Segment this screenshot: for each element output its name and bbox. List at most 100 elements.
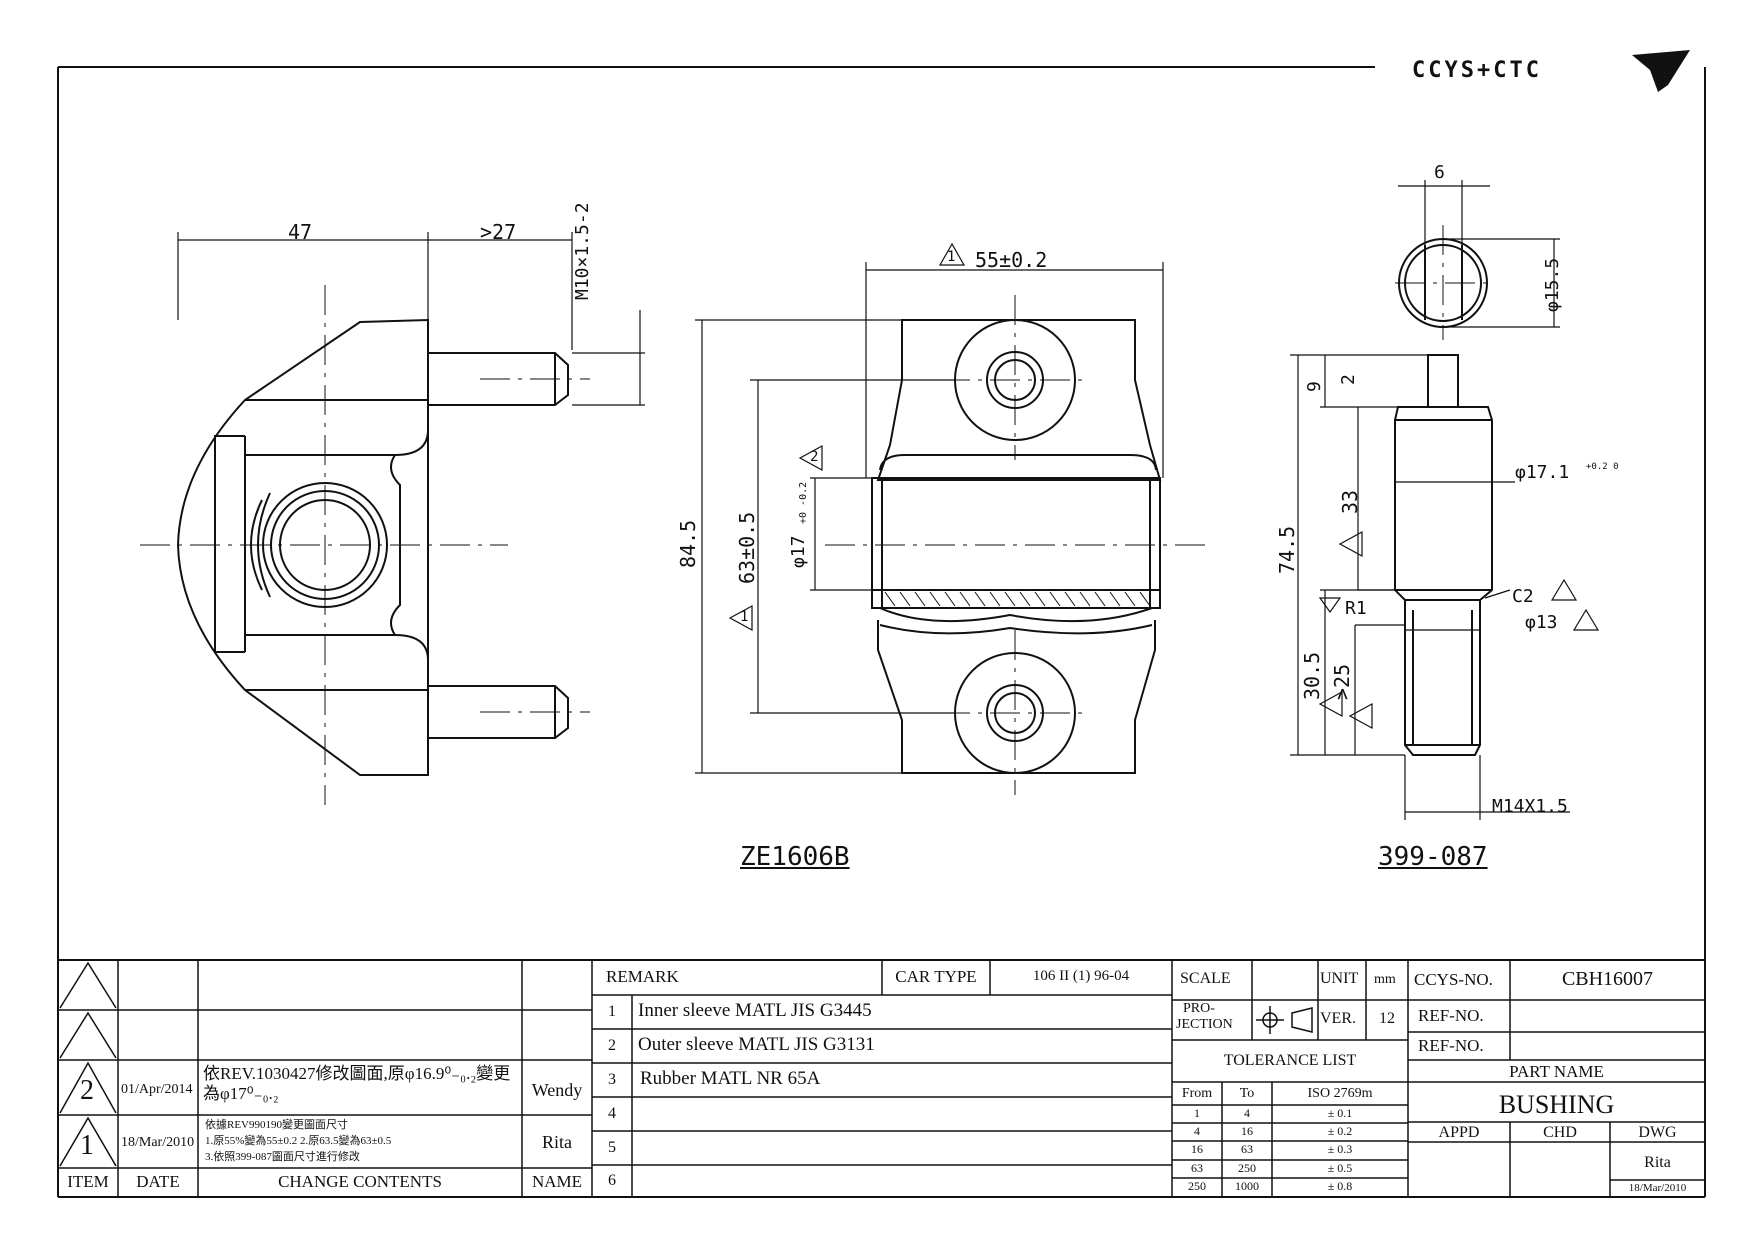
car-type-label: CAR TYPE [895, 967, 977, 986]
part-name-label: PART NAME [1509, 1062, 1604, 1081]
remark-n-4: 4 [608, 1105, 616, 1122]
dim-33: 33 [1338, 489, 1362, 514]
middle-view-dims [695, 242, 1164, 774]
tol-val-1: ± 0.1 [1327, 1106, 1353, 1120]
ccys-no-label: CCYS-NO. [1414, 970, 1493, 989]
tol-from-5: 250 [1188, 1179, 1206, 1193]
tol-to-1: 4 [1244, 1106, 1250, 1120]
drawer-name: Rita [1644, 1154, 1671, 1171]
rev-date-2: 01/Apr/2014 [121, 1082, 193, 1097]
remark-n-2: 2 [608, 1037, 616, 1054]
remark-text-1: Inner sleeve MATL JIS G3445 [638, 1000, 872, 1021]
dim-2: 2 [1338, 374, 1359, 385]
title-block-grid [58, 960, 1705, 1197]
rev-item-2: 2 [80, 1075, 94, 1106]
tol-val-2: ± 0.2 [1327, 1124, 1353, 1138]
company-logo: CCYS+CTC [1412, 58, 1542, 83]
left-view-dims [177, 232, 645, 406]
view-label-left: ZE1606B [740, 842, 850, 872]
tol-header-from: From [1181, 1086, 1213, 1101]
dwg-label: DWG [1638, 1124, 1677, 1141]
logo-mark-icon [1632, 50, 1690, 92]
rev-content-2: 依REV.1030427修改圖面,原φ16.9⁰₋₀.₂變更為φ17⁰₋₀.₂ [203, 1064, 511, 1103]
dim-17-1-tol: +0.2 0 [1586, 462, 1619, 472]
scale-label: SCALE [1180, 970, 1231, 987]
dim-c2: C2 [1512, 586, 1534, 607]
unit-value: mm [1374, 972, 1396, 987]
ref-no-label-1: REF-NO. [1418, 1006, 1484, 1025]
dim-m10: M10×1.5-2 [572, 202, 593, 300]
tolerance-title: TOLERANCE LIST [1223, 1052, 1357, 1069]
tol-from-4: 63 [1191, 1161, 1203, 1175]
dim-13: φ13 [1525, 612, 1558, 633]
tol-to-3: 63 [1241, 1142, 1253, 1156]
remark-n-5: 5 [608, 1139, 616, 1156]
tol-val-4: ± 0.5 [1327, 1161, 1353, 1175]
tol-val-5: ± 0.8 [1327, 1179, 1353, 1193]
rev-item-1: 1 [80, 1130, 94, 1161]
rev-header-item: ITEM [67, 1172, 109, 1191]
left-view-centerlines [140, 285, 590, 805]
part-name-value: BUSHING [1498, 1090, 1615, 1119]
rev-name-1: Rita [542, 1132, 572, 1152]
dim-47: 47 [288, 220, 313, 244]
tol-val-3: ± 0.3 [1327, 1142, 1353, 1156]
middle-view [871, 319, 1162, 774]
tol-to-5: 1000 [1235, 1179, 1259, 1193]
rev-name-2: Wendy [531, 1080, 583, 1100]
tri-mark-1: 1 [947, 249, 956, 265]
remark-text-2: Outer sleeve MATL JIS G3131 [638, 1034, 875, 1055]
dim-r1: R1 [1345, 598, 1367, 619]
projection-label-2: JECTION [1176, 1017, 1233, 1032]
tri-mark-2: 2 [810, 449, 819, 465]
ref-no-label-2: REF-NO. [1418, 1036, 1484, 1055]
rev-date-1: 18/Mar/2010 [121, 1135, 195, 1150]
tol-from-3: 16 [1191, 1142, 1203, 1156]
remark-n-1: 1 [608, 1003, 616, 1020]
middle-view-centerlines [825, 295, 1210, 795]
tol-from-2: 4 [1194, 1124, 1200, 1138]
dim-63: 63±0.5 [735, 511, 759, 584]
left-view [176, 318, 569, 776]
dim-74-5: 74.5 [1275, 525, 1299, 574]
tol-to-4: 250 [1238, 1161, 1256, 1175]
rev-content-1a: 依據REV990190變更圖面尺寸 [205, 1119, 348, 1131]
dim-30-5: 30.5 [1300, 651, 1324, 700]
tol-header-iso: ISO 2769m [1307, 1086, 1373, 1101]
dim-84-5: 84.5 [676, 519, 700, 568]
dim-6: 6 [1434, 162, 1445, 183]
dim-27: >27 [480, 220, 517, 244]
dim-17-1: φ17.1 [1515, 462, 1570, 483]
ver-value: 12 [1379, 1010, 1395, 1027]
remark-n-3: 3 [608, 1071, 616, 1088]
rev-header-date: DATE [136, 1172, 180, 1191]
drawn-date: 18/Mar/2010 [1628, 1182, 1687, 1194]
dim-9: 9 [1304, 381, 1325, 392]
ccys-no-value: CBH16007 [1561, 968, 1654, 990]
middle-view-hatch [884, 591, 1151, 607]
dim-25: >25 [1330, 663, 1354, 700]
chd-label: CHD [1543, 1124, 1577, 1141]
right-view-dims [1290, 180, 1600, 820]
remark-text-3: Rubber MATL NR 65A [640, 1068, 821, 1089]
dim-55: 55±0.2 [975, 248, 1048, 272]
ver-label: VER. [1320, 1010, 1356, 1027]
projection-symbol-icon [1256, 1006, 1313, 1034]
dim-m14: M14X1.5 [1492, 796, 1568, 817]
right-view-centerlines [1395, 225, 1495, 340]
tol-to-2: 16 [1241, 1124, 1253, 1138]
rev-header-name: NAME [531, 1172, 583, 1191]
appd-label: APPD [1438, 1124, 1480, 1141]
view-label-right: 399-087 [1378, 842, 1488, 872]
projection-label-1: PRO- [1183, 1001, 1215, 1016]
tol-header-to: To [1239, 1086, 1255, 1101]
rev-content-1c: 3.依照399-087圖面尺寸進行修改 [205, 1151, 360, 1163]
remark-n-6: 6 [608, 1172, 616, 1189]
dim-15-5: φ15.5 [1542, 257, 1563, 312]
dim-17: φ17 [788, 535, 809, 568]
unit-label: UNIT [1320, 970, 1359, 987]
remark-label: REMARK [606, 967, 679, 986]
car-type-value: 106 II (1) 96-04 [1032, 968, 1130, 984]
dim-17-tol: +0 -0.2 [798, 481, 809, 524]
